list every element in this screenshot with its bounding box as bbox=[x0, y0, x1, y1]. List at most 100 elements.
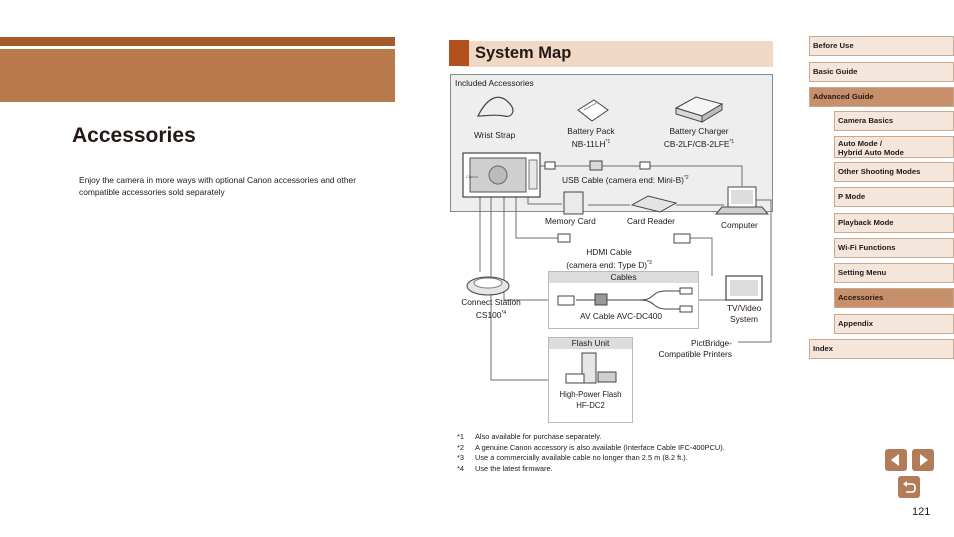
tv-illustration bbox=[725, 275, 763, 301]
footnote-mark: *1 bbox=[457, 432, 464, 441]
av-cable-illustration bbox=[557, 287, 693, 313]
flash-line-1: High-Power Flash bbox=[559, 390, 622, 399]
pictbridge-line-1: PictBridge- bbox=[691, 338, 732, 348]
battery-pack-label: Battery Pack NB-11LH*1 bbox=[562, 126, 620, 149]
usb-cable-footnote-mark: *2 bbox=[683, 175, 689, 181]
memory-card-illustration bbox=[563, 191, 584, 215]
battery-charger-model: CB-2LF/CB-2LFE*1 bbox=[656, 137, 742, 149]
nav-camera-basics[interactable]: Camera Basics bbox=[834, 111, 954, 131]
next-page-button[interactable] bbox=[912, 449, 934, 471]
footnote-text: Use the latest firmware. bbox=[475, 463, 553, 473]
card-reader-label: Card Reader bbox=[627, 216, 675, 226]
nav-index[interactable]: Index bbox=[809, 339, 954, 359]
hdmi-cable-type-text: (camera end: Type D) bbox=[566, 259, 648, 270]
section-title: System Map bbox=[475, 44, 572, 62]
page-number: 121 bbox=[912, 506, 931, 518]
footnote-text: Use a commercially available cable no lo… bbox=[475, 453, 688, 462]
nav-auto-mode[interactable]: Auto Mode / Hybrid Auto Mode bbox=[834, 136, 954, 158]
chapter-top-bar bbox=[0, 37, 395, 46]
return-button[interactable] bbox=[898, 476, 920, 498]
av-connection-line bbox=[503, 197, 548, 301]
connect-station-label: Connect Station CS100*4 bbox=[458, 297, 524, 320]
camera-brand: Canon bbox=[466, 174, 478, 179]
return-arrow-icon bbox=[903, 481, 916, 493]
nav-auto-mode-line-2: Hybrid Auto Mode bbox=[838, 148, 904, 157]
hdmi-cable-label: HDMI Cable (camera end: Type D)*3 bbox=[566, 247, 652, 270]
previous-page-button[interactable] bbox=[885, 449, 907, 471]
flash-label: High-Power Flash HF-DC2 bbox=[552, 390, 629, 411]
pictbridge-line-2: Compatible Printers bbox=[658, 348, 732, 359]
pictbridge-connection-line bbox=[738, 199, 772, 343]
chapter-header-band bbox=[0, 49, 395, 102]
section-marker bbox=[449, 40, 469, 66]
hdmi-connection-line bbox=[515, 197, 558, 239]
wrist-strap-label: Wrist Strap bbox=[474, 130, 516, 140]
av-cable-label: AV Cable AVC-DC400 bbox=[580, 311, 663, 321]
hdmi-tv-connection-line bbox=[690, 237, 713, 276]
footnote: *1 Also available for purchase separately… bbox=[457, 432, 725, 443]
footnote-mark: *3 bbox=[457, 453, 464, 462]
usb-connector-illustration bbox=[544, 160, 651, 171]
nav-wifi-functions[interactable]: Wi-Fi Functions bbox=[834, 238, 954, 258]
memory-card-label: Memory Card bbox=[545, 216, 596, 226]
battery-charger-label: Battery Charger CB-2LF/CB-2LFE*1 bbox=[656, 126, 742, 149]
battery-pack-footnote-mark: *1 bbox=[605, 138, 611, 145]
connect-station-model: CS100*4 bbox=[458, 308, 524, 320]
usb-cable-label: USB Cable (camera end: Mini-B)*2 bbox=[562, 173, 689, 185]
flash-illustration bbox=[565, 352, 617, 384]
footnote-text: A genuine Canon accessory is also availa… bbox=[475, 442, 725, 452]
connect-station-name: Connect Station bbox=[461, 297, 521, 307]
nav-advanced-guide[interactable]: Advanced Guide bbox=[809, 87, 954, 107]
included-accessories-label: Included Accessories bbox=[455, 78, 534, 88]
footnote: *2 A genuine Canon accessory is also avai… bbox=[457, 443, 725, 454]
footnote-text: Also available for purchase separately. bbox=[475, 432, 602, 441]
nav-before-use[interactable]: Before Use bbox=[809, 36, 954, 56]
hdmi-connector-illustration bbox=[557, 233, 691, 244]
flash-unit-label: Flash Unit bbox=[549, 338, 632, 349]
hdmi-cable-name: HDMI Cable bbox=[586, 247, 632, 257]
flash-connection-line bbox=[490, 197, 548, 381]
hdmi-cable-footnote-mark: *3 bbox=[647, 259, 652, 266]
nav-other-shooting-modes[interactable]: Other Shooting Modes bbox=[834, 162, 954, 182]
nav-p-mode[interactable]: P Mode bbox=[834, 187, 954, 207]
usb-connection-line bbox=[540, 165, 743, 186]
battery-charger-model-text: CB-2LF/CB-2LFE bbox=[663, 138, 730, 149]
battery-charger-illustration bbox=[674, 96, 724, 123]
card-reader-illustration bbox=[630, 195, 678, 213]
cables-label: Cables bbox=[549, 272, 698, 283]
computer-illustration bbox=[714, 186, 770, 215]
footnote: *3 Use a commercially available cable no … bbox=[457, 453, 725, 464]
battery-charger-name: Battery Charger bbox=[669, 126, 729, 136]
connect-station-model-text: CS100 bbox=[475, 309, 502, 320]
battery-pack-name: Battery Pack bbox=[567, 126, 615, 136]
chapter-intro: Enjoy the camera in more ways with optio… bbox=[79, 175, 356, 197]
flash-line-2: HF-DC2 bbox=[576, 400, 605, 410]
battery-pack-model-text: NB-11LH bbox=[571, 138, 606, 149]
tv-video-line-1: TV/Video bbox=[726, 303, 762, 313]
computer-label: Computer bbox=[721, 220, 758, 230]
connect-station-illustration bbox=[466, 276, 510, 296]
footnote-mark: *4 bbox=[457, 463, 464, 473]
camera-illustration bbox=[462, 152, 541, 198]
footnote: *4 Use the latest firmware. bbox=[457, 464, 725, 475]
nav-auto-mode-line-1: Auto Mode / bbox=[838, 139, 882, 148]
nav-accessories[interactable]: Accessories bbox=[834, 288, 954, 308]
battery-charger-footnote-mark: *1 bbox=[729, 138, 735, 145]
wrist-strap-illustration bbox=[477, 96, 514, 117]
pictbridge-label: PictBridge- Compatible Printers bbox=[646, 338, 732, 359]
memory-card-connection-line bbox=[527, 197, 562, 205]
footnotes: *1 Also available for purchase separately… bbox=[457, 432, 725, 474]
usb-cable-text: USB Cable (camera end: Mini-B) bbox=[562, 174, 684, 185]
tv-video-line-2: System bbox=[730, 313, 758, 324]
battery-pack-illustration bbox=[577, 99, 609, 122]
footnote-mark: *2 bbox=[457, 442, 464, 452]
nav-setting-menu[interactable]: Setting Menu bbox=[834, 263, 954, 283]
nav-basic-guide[interactable]: Basic Guide bbox=[809, 62, 954, 82]
section-header-band bbox=[461, 41, 773, 67]
nav-playback-mode[interactable]: Playback Mode bbox=[834, 213, 954, 233]
chapter-title: Accessories bbox=[72, 124, 196, 147]
nav-appendix[interactable]: Appendix bbox=[834, 314, 954, 334]
hdmi-cable-type: (camera end: Type D)*3 bbox=[566, 258, 652, 270]
arrow-left-icon bbox=[891, 454, 899, 466]
